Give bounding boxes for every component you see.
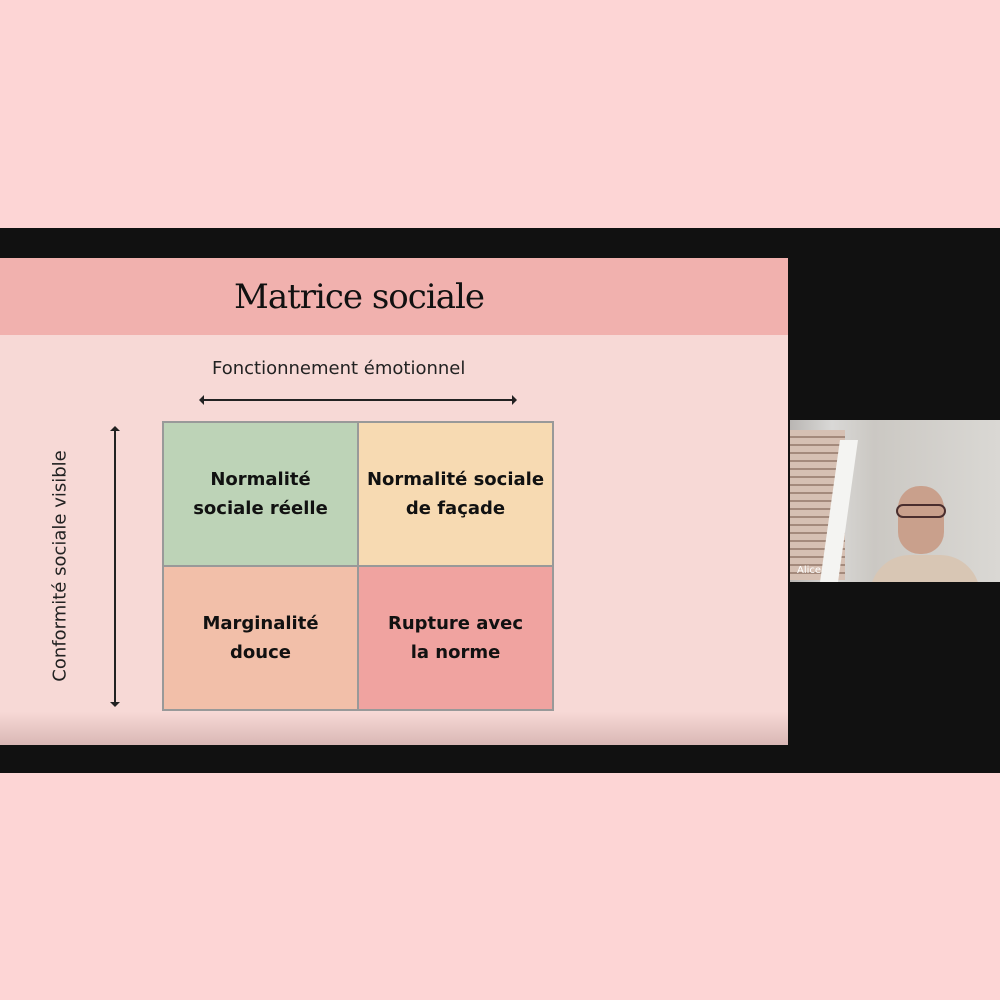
slide-title: Matrice sociale (234, 276, 485, 317)
participant-body (870, 555, 980, 582)
x-axis-label: Fonctionnement émotionnel (212, 358, 466, 379)
quadrant-label-line1: Marginalité (202, 613, 319, 634)
quadrant-label-line2: la norme (410, 642, 501, 663)
title-bar: Matrice sociale (0, 258, 788, 335)
quadrant-label-line1: Normalité sociale (366, 469, 545, 490)
quadrant-label-line2: de façade (405, 498, 506, 519)
vertical-double-arrow-icon (110, 426, 120, 707)
participant-face (898, 486, 944, 554)
quadrant-top-left: Normalité sociale réelle (163, 422, 358, 566)
quadrant-label-line2: douce (230, 642, 291, 663)
participant-video-tile[interactable]: Alice (790, 420, 1000, 582)
quadrant-top-right: Normalité sociale de façade (358, 422, 553, 566)
matrix-grid: Normalité sociale réelle Normalité social… (162, 421, 554, 711)
y-axis-label: Conformité sociale visible (49, 450, 71, 682)
quadrant-bottom-right: Rupture avec la norme (358, 566, 553, 710)
quadrant-label-line1: Rupture avec (387, 613, 524, 634)
quadrant-label-line1: Normalité (210, 469, 311, 490)
horizontal-double-arrow-icon (199, 395, 517, 405)
participant-name: Alice (797, 565, 822, 576)
slide-bottom-shadow (0, 712, 788, 745)
quadrant-bottom-left: Marginalité douce (163, 566, 358, 710)
glasses-icon (896, 504, 946, 518)
quadrant-label-line2: sociale réelle (193, 498, 328, 519)
shared-slide: Matrice sociale Fonctionnement émotionne… (0, 258, 788, 745)
